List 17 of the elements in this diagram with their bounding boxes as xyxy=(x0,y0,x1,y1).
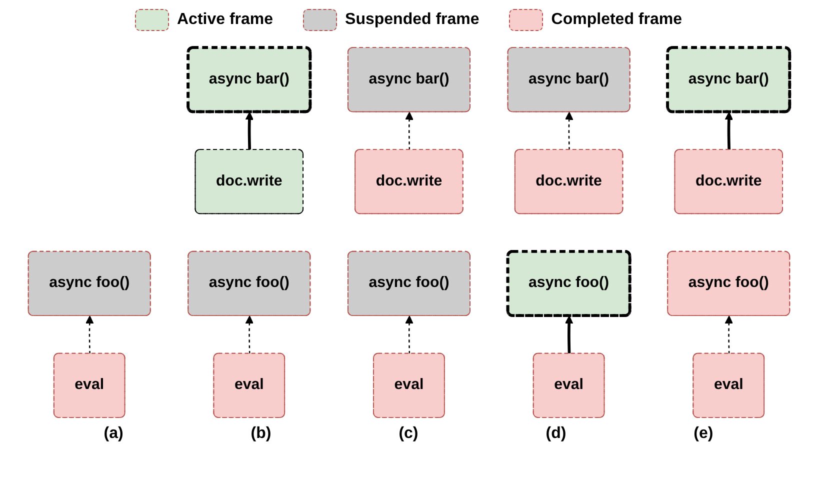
arrow xyxy=(404,112,413,150)
legend-label: Active frame xyxy=(176,11,274,29)
arrow xyxy=(724,316,733,354)
panel-label: (e) xyxy=(694,425,714,443)
arrow xyxy=(564,316,573,354)
panel-label: (b) xyxy=(250,425,272,443)
panel-label: (c) xyxy=(398,425,418,443)
legend-label: Suspended frame xyxy=(345,11,480,29)
legend-label: Completed frame xyxy=(551,11,682,29)
arrow xyxy=(84,316,94,354)
arrow xyxy=(244,316,254,354)
panel-label: (d) xyxy=(546,425,566,443)
arrow xyxy=(564,112,573,150)
arrow xyxy=(404,316,413,354)
panel-label: (a) xyxy=(104,425,124,443)
arrow xyxy=(244,112,254,150)
arrow xyxy=(724,112,733,150)
